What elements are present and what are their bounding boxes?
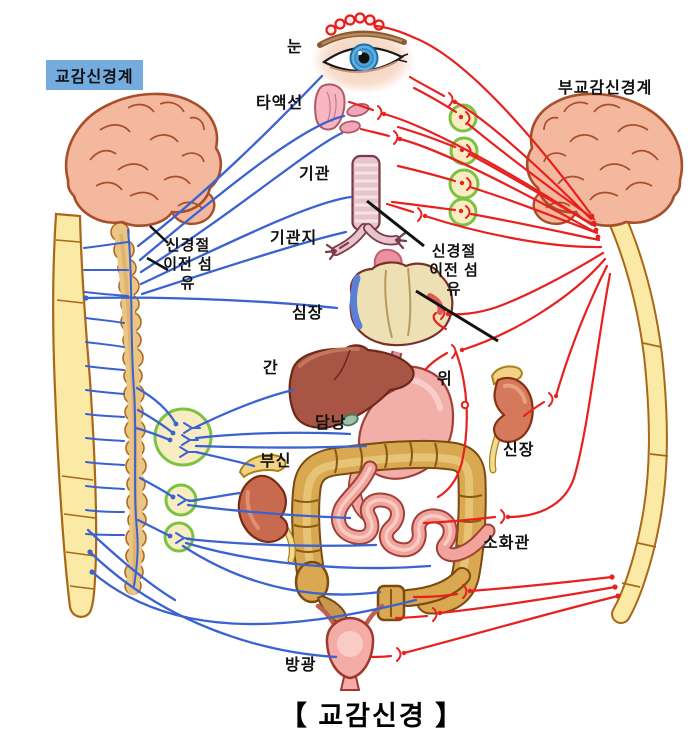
liver-illustration <box>288 344 415 429</box>
label-kidney: 신장 <box>503 442 535 459</box>
label-parasympathetic-system: 부교감신경계 <box>558 80 653 97</box>
label-salivary-gland: 타액선 <box>256 95 304 112</box>
sympathetic-synapse-marks <box>83 295 201 575</box>
right-brain-illustration <box>525 92 684 227</box>
sympathetic-chain <box>110 222 148 595</box>
diagram-title: 【 교감신경 】 <box>279 701 465 731</box>
prevertebral-ganglia <box>153 407 213 553</box>
label-gallbladder: 담낭 <box>315 415 347 432</box>
label-trachea: 기관 <box>299 166 331 183</box>
eye-illustration <box>311 12 415 94</box>
right-spinal-cord <box>604 202 669 624</box>
parasympathetic-nerve-fibers <box>347 24 620 659</box>
left-brain-illustration <box>64 92 223 227</box>
label-digestive-tract: 소화관 <box>483 535 531 552</box>
gallbladder-illustration <box>341 413 359 427</box>
label-heart: 심장 <box>292 305 324 322</box>
label-preganglionic-fiber-left: 신경절 이전 섬유 <box>163 237 213 292</box>
label-sympathetic-system: 교감신경계 <box>46 60 143 90</box>
label-preganglionic-fiber-right: 신경절 이전 섬유 <box>429 243 479 298</box>
heart-illustration <box>349 248 454 347</box>
label-pointer-lines <box>146 199 499 343</box>
label-liver: 간 <box>263 360 279 377</box>
left-kidney-adrenal-illustration <box>237 454 296 564</box>
right-kidney-adrenal-illustration <box>488 365 534 474</box>
small-intestine-illustration <box>331 460 496 563</box>
left-spinal-cord <box>52 212 98 618</box>
eye-nerve-rings <box>325 12 385 36</box>
trachea-illustration <box>351 154 381 232</box>
label-eye: 눈 <box>287 39 303 56</box>
bladder-illustration <box>315 603 385 691</box>
label-adrenal-gland: 부신 <box>260 453 292 470</box>
bronchi-illustration <box>324 223 408 261</box>
parasympathetic-synapse-marks <box>377 92 621 662</box>
label-stomach: 위 <box>437 371 453 388</box>
label-bronchus: 기관지 <box>270 230 318 247</box>
label-bladder: 방광 <box>285 657 317 674</box>
